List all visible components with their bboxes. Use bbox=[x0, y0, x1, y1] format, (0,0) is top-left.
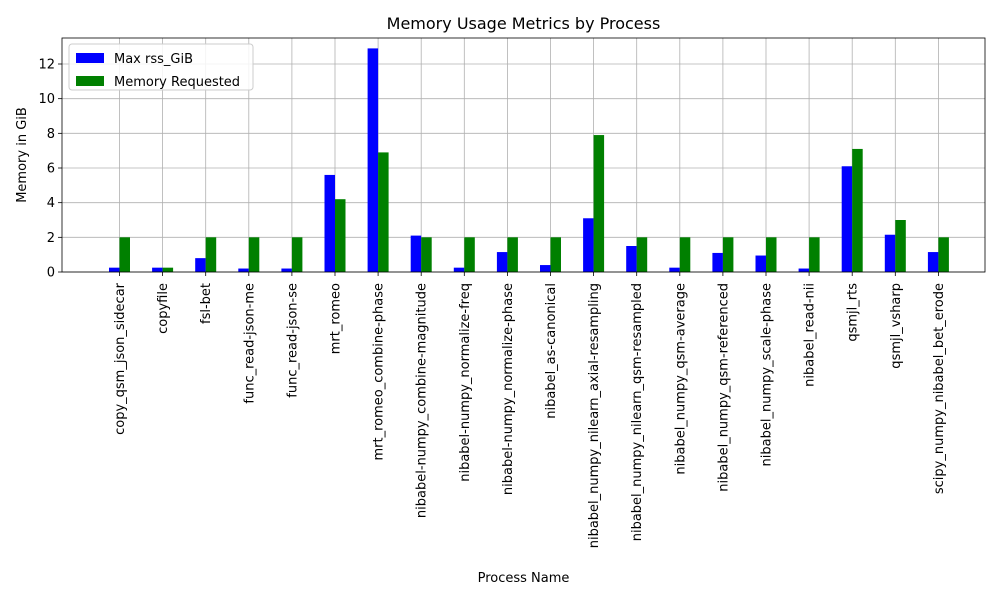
legend-label: Memory Requested bbox=[114, 75, 240, 90]
x-tick-label: func_read-json-me bbox=[242, 283, 257, 404]
x-tick-label: nibabel_read-nii bbox=[803, 283, 818, 387]
axes bbox=[61, 37, 986, 273]
y-axis-ticks: 0 2 4 6 8 10 12 bbox=[38, 58, 62, 281]
bar-memory-requested bbox=[378, 152, 389, 272]
legend-swatch bbox=[76, 76, 104, 86]
bar-max-rss bbox=[755, 255, 766, 272]
x-tick-label: nibabel_numpy_nilearn_axial-resampling bbox=[587, 283, 602, 548]
bar-max-rss bbox=[669, 267, 680, 272]
bar-max-rss bbox=[841, 166, 853, 272]
bar-max-rss bbox=[281, 268, 292, 272]
bar-max-rss bbox=[927, 252, 939, 272]
x-axis-ticks: copy_qsm_json_sidecar copyfile fsl-bet func… bbox=[113, 272, 947, 548]
y-tick-label: 0 bbox=[47, 266, 55, 281]
bar-max-rss bbox=[540, 265, 551, 272]
x-tick-label: func_read-json-se bbox=[285, 283, 300, 398]
x-tick-label: mrt_romeo bbox=[329, 283, 344, 354]
bar-max-rss bbox=[626, 246, 637, 272]
bar-memory-requested bbox=[766, 237, 777, 272]
x-tick-label: fsl-bet bbox=[199, 283, 214, 324]
y-tick-label: 4 bbox=[47, 196, 55, 211]
bar-memory-requested bbox=[464, 237, 475, 272]
bar-memory-requested bbox=[809, 237, 820, 272]
legend-box bbox=[68, 43, 254, 91]
bar-memory-requested bbox=[421, 237, 432, 272]
x-tick-label: nibabel-numpy_normalize-phase bbox=[501, 283, 516, 495]
bar-memory-requested bbox=[162, 267, 174, 272]
y-tick-label: 12 bbox=[38, 58, 55, 73]
bar-max-rss bbox=[884, 234, 896, 272]
bar-memory-requested bbox=[593, 135, 605, 272]
y-axis-label: Memory in GiB bbox=[15, 107, 30, 203]
bar-max-rss bbox=[453, 267, 465, 272]
bar-memory-requested bbox=[679, 237, 691, 272]
x-tick-label: nibabel_numpy_nilearn_qsm-resampled bbox=[630, 283, 645, 541]
bar-memory-requested bbox=[119, 237, 130, 272]
bar-max-rss bbox=[324, 174, 335, 272]
bar-max-rss bbox=[798, 268, 810, 272]
x-tick-label: nibabel_as-canonical bbox=[544, 283, 559, 419]
bar-memory-requested bbox=[722, 237, 734, 272]
x-tick-label: scipy_numpy_nibabel_bet_erode bbox=[932, 283, 947, 494]
y-tick-label: 6 bbox=[47, 162, 55, 177]
bar-max-rss bbox=[410, 235, 422, 272]
x-tick-label: nibabel-numpy_combine-magnitude bbox=[415, 283, 430, 518]
x-axis-label: Process Name bbox=[478, 571, 570, 586]
plot-frame bbox=[61, 37, 986, 273]
bar-memory-requested bbox=[550, 237, 561, 272]
bar-max-rss bbox=[195, 258, 206, 272]
bar-memory-requested bbox=[938, 237, 949, 272]
bar-memory-requested bbox=[636, 237, 648, 272]
bar-memory-requested bbox=[291, 237, 303, 272]
x-tick-label: qsmjl_rts bbox=[846, 283, 861, 342]
bar-max-rss bbox=[109, 267, 120, 272]
y-tick-label: 10 bbox=[38, 92, 55, 107]
bar-memory-requested bbox=[895, 220, 906, 272]
bar-max-rss bbox=[367, 48, 379, 273]
x-tick-label: nibabel_numpy_qsm-average bbox=[673, 283, 688, 475]
x-tick-label: qsmjl_vsharp bbox=[889, 283, 904, 369]
bar-max-rss bbox=[152, 267, 163, 272]
bars bbox=[109, 48, 949, 273]
y-tick-label: 2 bbox=[47, 231, 55, 246]
bar-max-rss bbox=[496, 252, 508, 272]
legend-swatch bbox=[76, 53, 104, 63]
x-tick-label: nibabel-numpy_normalize-freq bbox=[458, 283, 473, 482]
bar-max-rss bbox=[238, 268, 249, 272]
x-tick-label: copyfile bbox=[156, 283, 171, 334]
x-tick-label: copy_qsm_json_sidecar bbox=[113, 282, 128, 435]
bar-max-rss bbox=[583, 218, 594, 272]
y-tick-label: 8 bbox=[47, 127, 55, 142]
legend: Max rss_GiB Memory Requested bbox=[68, 43, 254, 91]
x-tick-label: nibabel_numpy_qsm-referenced bbox=[716, 283, 731, 492]
bar-memory-requested bbox=[507, 237, 518, 272]
x-tick-label: mrt_romeo_combine-phase bbox=[372, 283, 387, 461]
bar-memory-requested bbox=[248, 237, 260, 272]
bar-memory-requested bbox=[205, 237, 217, 272]
bar-memory-requested bbox=[335, 199, 346, 272]
chart-title: Memory Usage Metrics by Process bbox=[387, 14, 661, 33]
bar-memory-requested bbox=[852, 148, 863, 272]
x-tick-label: nibabel_numpy_scale-phase bbox=[760, 283, 775, 466]
legend-label: Max rss_GiB bbox=[114, 52, 193, 67]
bar-max-rss bbox=[712, 252, 723, 272]
